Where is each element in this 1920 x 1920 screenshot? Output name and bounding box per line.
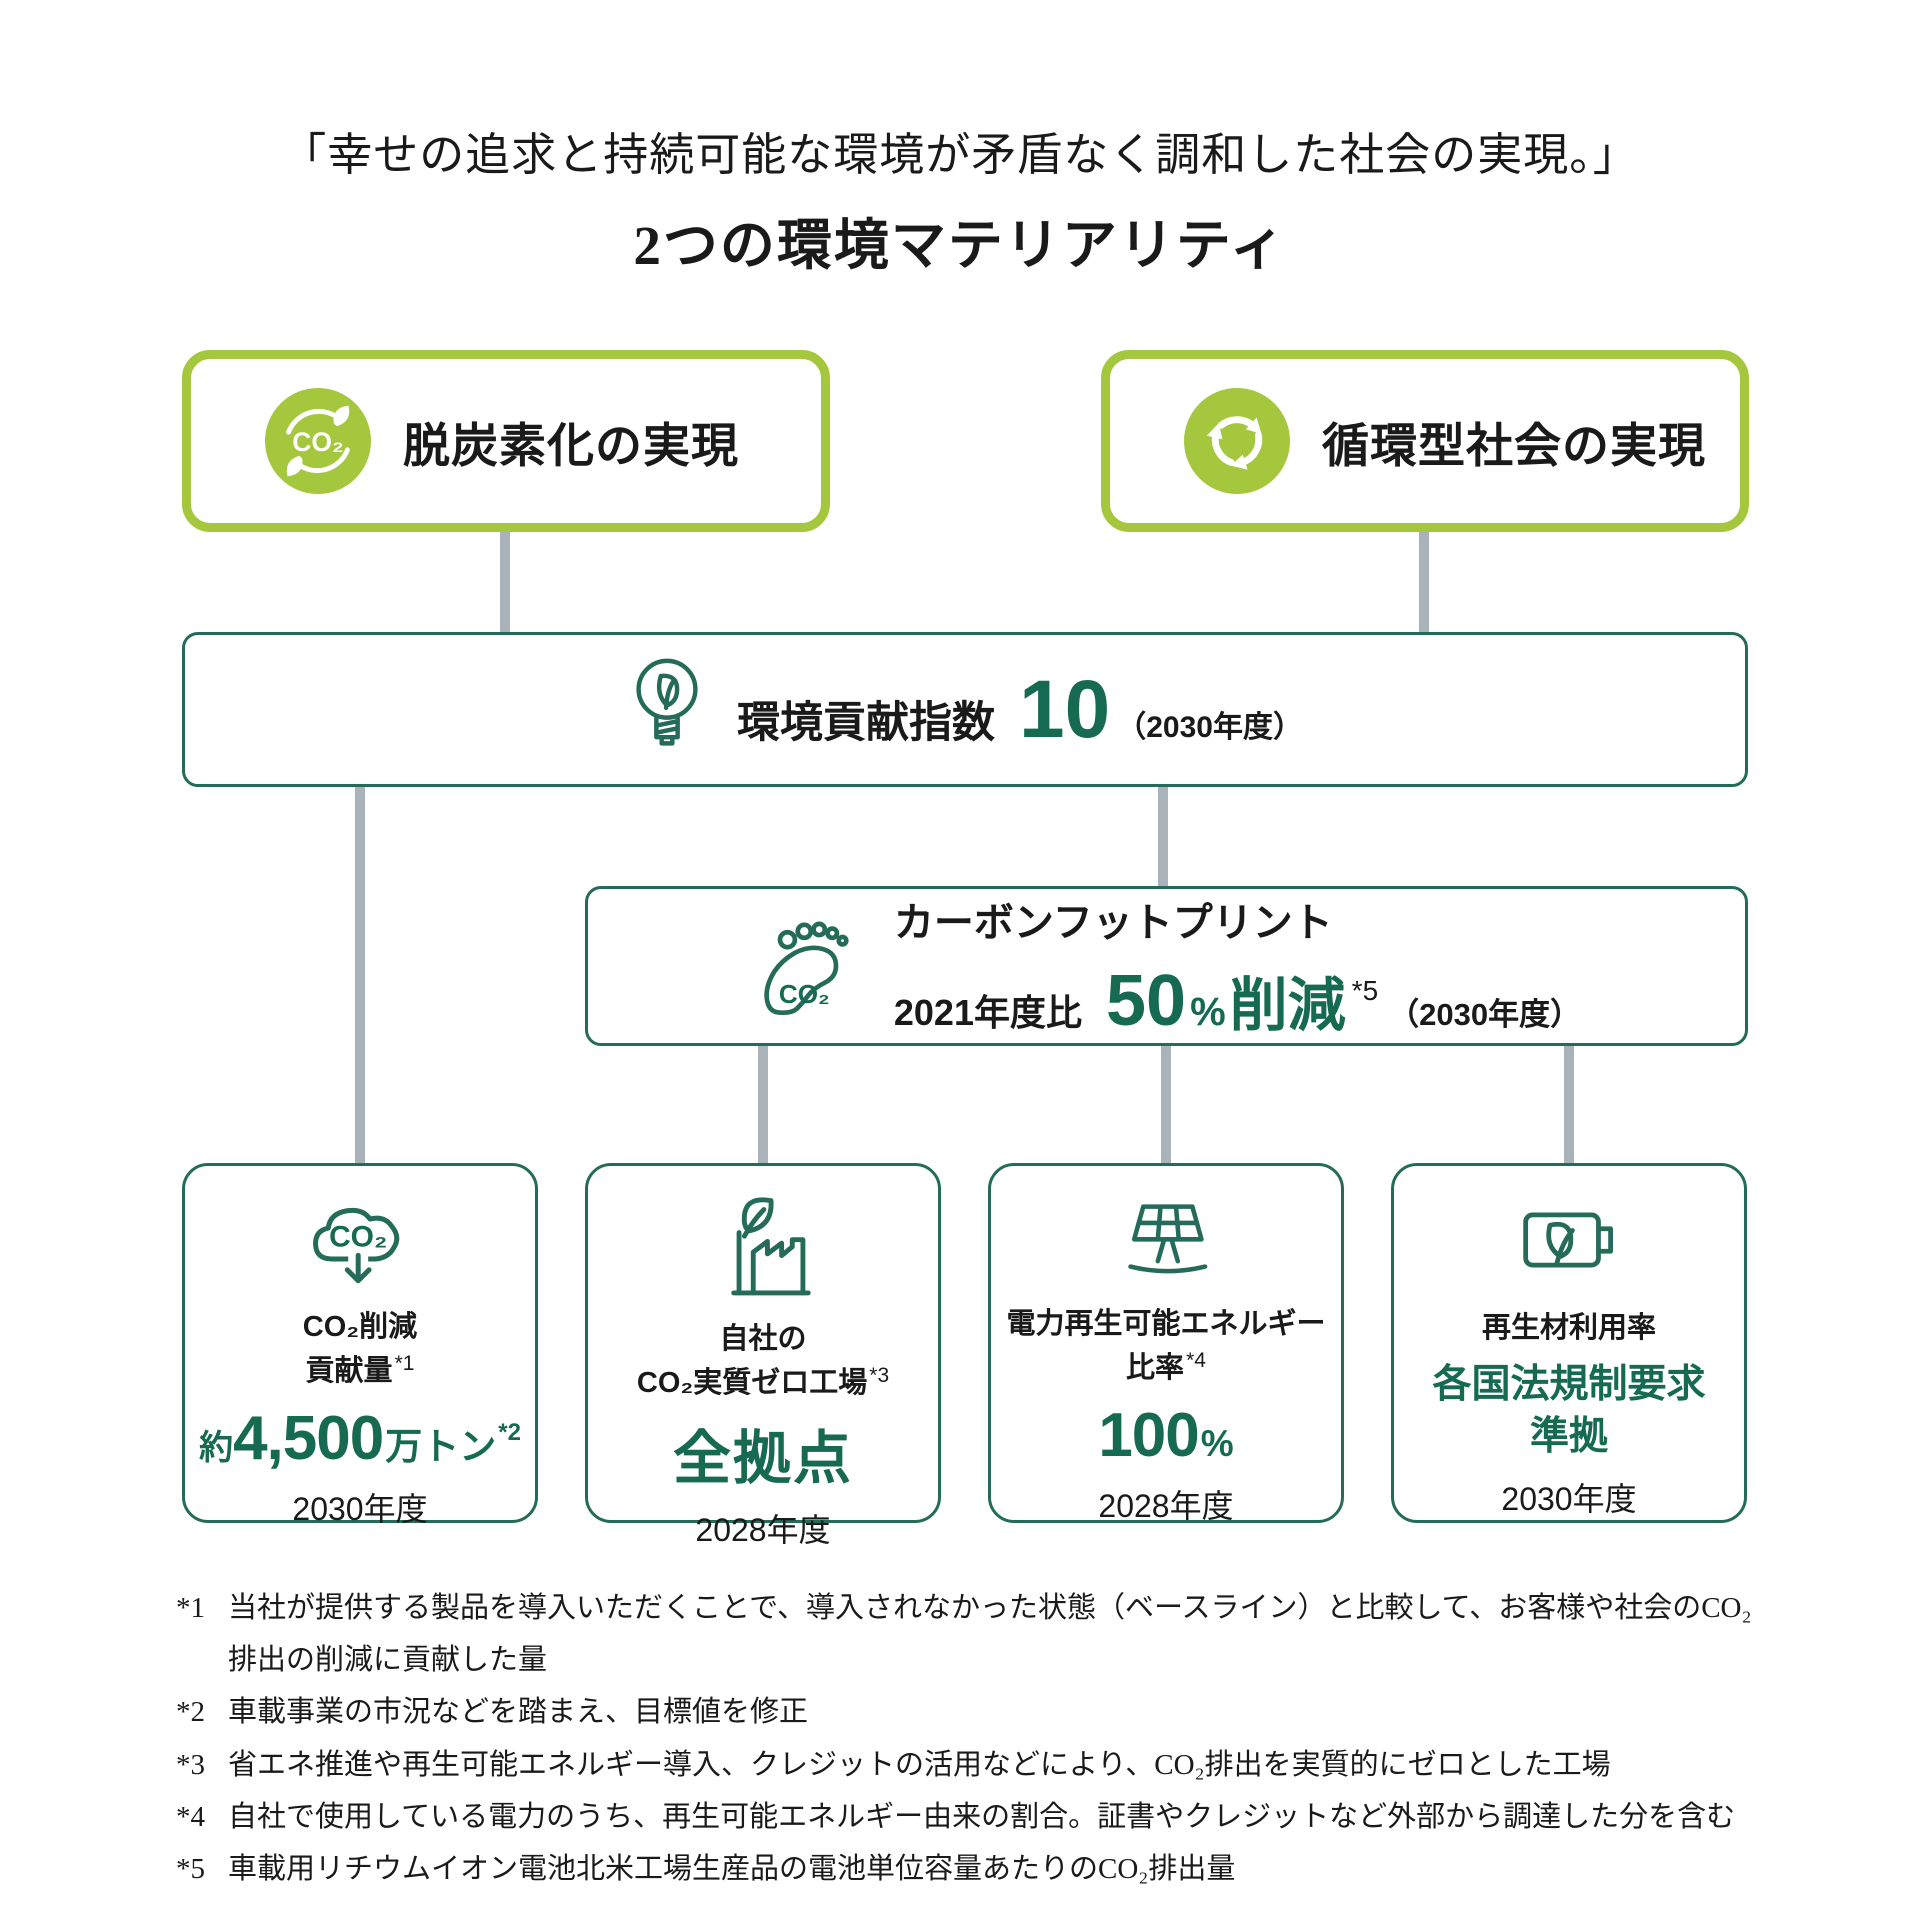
kpi-value-line2: 準拠 [1529, 1415, 1608, 1459]
svg-text:CO₂: CO₂ [779, 979, 830, 1009]
kpi-label-line1: 自社の [719, 1323, 807, 1355]
kpi-box-recycled-materials: 再生材利用率 各国法規制要求 準拠 2030年度 [1391, 1163, 1747, 1523]
kpi-label: 再生材利用率 [1482, 1307, 1656, 1351]
eco-index-value: 10 [1019, 663, 1111, 755]
svg-text:CO₂: CO₂ [329, 1220, 387, 1253]
footnote-ref: *1 [176, 1592, 205, 1624]
carbon-footprint-note-ref: *5 [1351, 974, 1379, 1006]
footnotes: *1 当社が提供する製品を導入いただくことで、導入されなかった状態（ベースライン… [176, 1582, 1776, 1895]
connector-line [355, 785, 365, 1165]
materiality-label-circular-society: 循環型社会の実現 [1322, 418, 1706, 472]
bulb-leaf-icon [627, 652, 707, 767]
kpi-label-note-ref: *4 [1186, 1349, 1206, 1373]
carbon-footprint-box: CO₂ カーボンフットプリント 2021年度比 50 % 削減 *5 （2030… [585, 886, 1748, 1046]
materiality-label-decarbonization: 脱炭素化の実現 [403, 418, 739, 472]
connector-line [1419, 528, 1429, 634]
materiality-box-circular-society: 循環型社会の実現 [1101, 350, 1749, 532]
footnote-ref: *2 [176, 1696, 205, 1729]
kpi-year: 2028年度 [1098, 1488, 1234, 1524]
kpi-value-unit: 万トン [385, 1426, 497, 1467]
kpi-label-note-ref: *3 [869, 1364, 890, 1388]
footprint-co2-icon: CO₂ [752, 908, 864, 1025]
kpi-value: 全拠点 [672, 1426, 853, 1491]
footnote: *3 省エネ推進や再生可能エネルギー導入、クレジットの活用などにより、CO₂排出… [176, 1739, 1776, 1791]
eco-index-text: 環境貢献指数 10 （2030年度） [737, 663, 1303, 757]
eco-index-period: （2030年度） [1116, 710, 1303, 744]
connector-line [1161, 1044, 1171, 1165]
eco-index-label: 環境貢献指数 [737, 698, 996, 747]
kpi-year: 2028年度 [695, 1512, 831, 1548]
footnote-text: 車載用リチウムイオン電池北米工場生産品の電池単位容量あたりのCO₂排出量 [228, 1852, 1236, 1885]
footnote-text: 車載事業の市況などを踏まえ、目標値を修正 [228, 1696, 809, 1729]
kpi-value: 約 4,500 万トン *2 [199, 1403, 521, 1474]
footnote-ref: *4 [176, 1800, 205, 1833]
kpi-label: 電力再生可能エネルギー 比率*4 [1006, 1303, 1325, 1390]
carbon-footprint-value: 50 [1105, 961, 1187, 1041]
kpi-label-note-ref: *1 [394, 1352, 415, 1376]
carbon-footprint-baseline: 2021年度比 [893, 992, 1082, 1033]
kpi-value-note-ref: *2 [498, 1418, 521, 1446]
carbon-footprint-period: （2030年度） [1388, 997, 1582, 1032]
solar-panel-icon [1116, 1190, 1216, 1285]
footnote-ref: *5 [176, 1852, 205, 1885]
carbon-footprint-unit: % [1190, 990, 1226, 1034]
connector-line [758, 1044, 768, 1165]
connector-line [1158, 785, 1168, 889]
kpi-label: CO₂削減 貢献量*1 [303, 1306, 417, 1393]
kpi-value-line1: 各国法規制要求 [1432, 1362, 1706, 1406]
footnote-text: 省エネ推進や再生可能エネルギー導入、クレジットの活用などにより、CO₂排出を実質… [228, 1748, 1611, 1781]
recycle-icon [1184, 388, 1290, 494]
kpi-value: 各国法規制要求 準拠 [1432, 1359, 1705, 1464]
carbon-footprint-action: 削減 [1229, 973, 1346, 1038]
eco-contribution-index-box: 環境貢献指数 10 （2030年度） [182, 632, 1748, 787]
page-subtitle: 2つの環境マテリアリティ [633, 215, 1287, 276]
footnote: *4 自社で使用している電力のうち、再生可能エネルギー由来の割合。証書やクレジッ… [176, 1791, 1776, 1843]
kpi-label: 自社の CO₂実質ゼロ工場*3 [637, 1318, 889, 1405]
kpi-box-zero-co2-factories: 自社の CO₂実質ゼロ工場*3 全拠点 2028年度 [585, 1163, 941, 1548]
co2-cycle-icon: CO₂ [265, 388, 371, 494]
battery-leaf-icon [1515, 1190, 1623, 1289]
footnote-text: 当社が提供する製品を導入いただくことで、導入されなかった状態（ベースライン）と比… [228, 1592, 1752, 1677]
kpi-value-prefix: 約 [199, 1429, 234, 1467]
factory-leaf-icon [714, 1190, 812, 1300]
kpi-label-line2: 貢献量 [305, 1354, 393, 1387]
kpi-label-line2: CO₂実質ゼロ工場 [636, 1366, 868, 1399]
kpi-label-line1: 再生材利用率 [1481, 1312, 1656, 1345]
kpi-box-co2-reduction: CO₂ CO₂削減 貢献量*1 約 4,500 万トン *2 2030年度 [182, 1163, 538, 1527]
kpi-value-unit: % [1200, 1423, 1234, 1464]
connector-line [1564, 1044, 1574, 1165]
page-title: 「幸せの追求と持続可能な環境が矛盾なく調和した社会の実現。」 [281, 130, 1639, 180]
cloud-co2-down-icon: CO₂ [301, 1190, 419, 1288]
carbon-footprint-target: 2021年度比 50 % 削減 *5 （2030年度） [894, 958, 1581, 1042]
footnote: *5 車載用リチウムイオン電池北米工場生産品の電池単位容量あたりのCO₂排出量 [176, 1843, 1776, 1895]
kpi-year: 2030年度 [1501, 1481, 1637, 1517]
kpi-value-number: 4,500 [233, 1404, 384, 1473]
carbon-footprint-title: カーボンフットプリント [893, 901, 1333, 945]
kpi-label-line2: 比率 [1126, 1351, 1185, 1384]
kpi-label-line1: 電力再生可能エネルギー [1006, 1308, 1326, 1340]
connector-line [500, 528, 510, 634]
carbon-footprint-text: カーボンフットプリント 2021年度比 50 % 削減 *5 （2030年度） [894, 890, 1581, 1042]
kpi-box-renewable-energy: 電力再生可能エネルギー 比率*4 100 % 2028年度 [988, 1163, 1344, 1524]
kpi-label-line1: CO₂削減 [302, 1311, 418, 1343]
footnote-text: 自社で使用している電力のうち、再生可能エネルギー由来の割合。証書やクレジットなど… [228, 1800, 1736, 1833]
kpi-value-number: 100 [1098, 1401, 1199, 1470]
footnote: *1 当社が提供する製品を導入いただくことで、導入されなかった状態（ベースライン… [176, 1582, 1776, 1686]
kpi-value: 100 % [1098, 1400, 1233, 1471]
svg-text:CO₂: CO₂ [292, 427, 344, 457]
footnote: *2 車載事業の市況などを踏まえ、目標値を修正 [176, 1686, 1776, 1738]
kpi-year: 2030年度 [292, 1491, 428, 1527]
footnote-ref: *3 [176, 1748, 205, 1781]
materiality-box-decarbonization: CO₂ 脱炭素化の実現 [182, 350, 830, 532]
